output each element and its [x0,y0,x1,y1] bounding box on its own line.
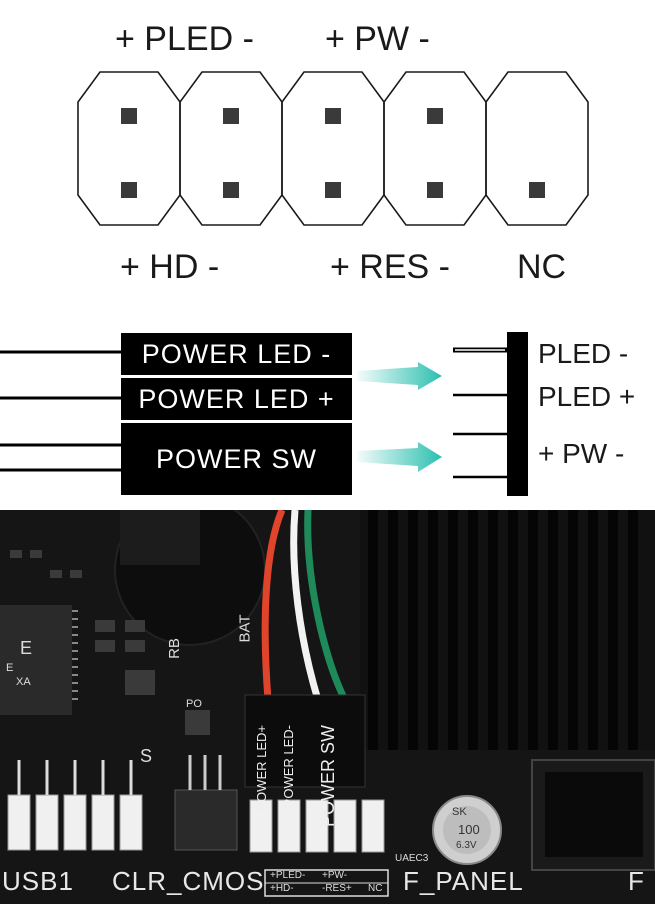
pin-cell-2 [179,71,283,226]
chip [0,605,72,715]
pin-label-pw: + PW - [538,438,625,469]
label-pw: + PW - [325,20,430,58]
pin-label-pled-plus: PLED + [538,381,636,412]
pin-cell-1 [77,71,181,226]
label-nc: NC [517,248,567,286]
f-panel-label: F_PANEL [403,866,524,896]
s-label: S [140,746,153,766]
wire-white [290,510,322,702]
silk-hd: +HD- [270,883,294,894]
connector-print-led-minus: POWER LED- [281,725,296,808]
board-graphic [0,510,655,897]
clr-cmos-header [174,789,238,851]
clr-cmos-label: CLR_CMOS [112,866,265,896]
label-pled: + PLED - [115,20,254,58]
f-edge-label: F [628,866,645,896]
battery-clip [120,510,200,565]
pin [427,182,443,198]
label-res: + RES - [330,248,450,286]
chip-text-2: E [6,662,14,674]
po-label: PO [186,698,202,710]
cap-text-2: 100 [458,822,480,837]
usb1-label: USB1 [2,866,74,896]
pin [325,108,341,124]
connector-print-sw: POWER SW [318,725,338,827]
arrow-sw [357,442,442,472]
f-panel-header [249,799,385,853]
connector-power-led-plus: POWER LED + [121,378,352,420]
pin-cell-3 [281,71,385,226]
pin-cell-4 [383,71,487,226]
connector-housing [244,694,366,788]
wire-red [261,510,286,701]
uaec3-label: UAEC3 [395,853,429,864]
pin [325,182,341,198]
silk-pled: +PLED- [270,870,306,881]
connector-power-sw: POWER SW [121,423,352,495]
cap-text-3: 6.3V [456,840,477,851]
rb-label: RB [165,638,183,659]
wire-green [304,510,349,702]
pin-label-pled-minus: PLED - [538,338,629,369]
pin-header-outline [77,71,589,226]
pin [427,108,443,124]
pin [121,108,137,124]
silk-res: -RES+ [322,883,352,894]
silk-pw: +PW- [322,870,348,881]
pin [223,182,239,198]
silk-nc: NC [368,883,383,894]
connector-power-led-minus: POWER LED - [121,333,352,375]
usb-header [7,794,143,851]
motherboard-photo: POWER LED+ POWER LED- POWER SW E E XA BA… [0,510,655,904]
chip-text-3: XA [16,676,31,688]
heatsink [360,510,655,750]
pin-cell-5 [485,71,589,226]
cap-text-1: SK [452,806,467,818]
pin [121,182,137,198]
chip-text-1: E [20,638,33,658]
bat-label: BAT [236,614,254,643]
pin [223,108,239,124]
label-hd: + HD - [120,248,220,286]
arrow-led [357,362,442,390]
pin [529,182,545,198]
wiring-lines [0,332,528,496]
connector-print-led-plus: POWER LED+ [254,725,269,811]
pin-header-bar [507,332,528,496]
